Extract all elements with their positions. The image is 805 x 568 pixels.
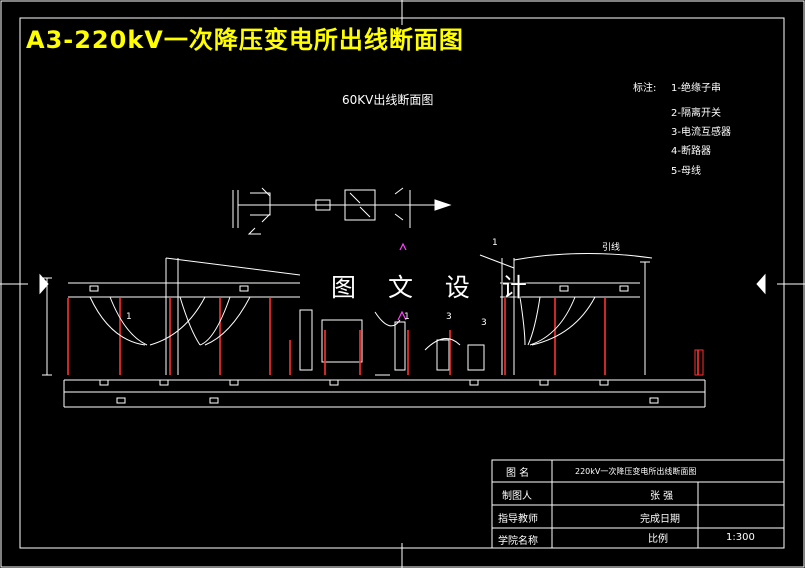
legend-item: 3-电流互感器 (671, 127, 731, 138)
legend-header: 标注: (633, 83, 657, 94)
title-block-advisor-label: 指导教师 (498, 514, 538, 525)
title-block-completion-label: 完成日期 (640, 514, 680, 525)
title-block-name-value: 220kV一次降压变电所出线断面图 (575, 467, 697, 476)
section-view (42, 242, 706, 408)
section-title: 60KV出线断面图 (342, 93, 434, 107)
legend-item: 5-母线 (671, 166, 701, 177)
title-block-drafter-label: 制图人 (502, 491, 532, 502)
legend-item: 2-隔离开关 (671, 108, 721, 119)
legend-item: 1-绝缘子串 (671, 83, 721, 94)
single-line-diagram (232, 187, 452, 235)
mark-label: 3 (446, 312, 452, 322)
title-block-drafter-value: 张 强 (650, 491, 674, 502)
drawing-title: A3-220kV一次降压变电所出线断面图 (26, 26, 464, 54)
title-block-name-label: 图 名 (506, 468, 530, 479)
jumper-label: 引线 (602, 243, 621, 253)
legend-item: 4-断路器 (671, 146, 711, 157)
title-block-grid (491, 459, 785, 549)
mark-label: 1 (126, 312, 132, 322)
title-block-scale-value: 1:300 (726, 532, 755, 543)
title-block-school-label: 学院名称 (498, 536, 538, 547)
watermark: 图 文 设 计 (331, 273, 539, 302)
mark-label: 1 (492, 238, 498, 248)
mark-label: 3 (481, 318, 487, 328)
title-block-scale-label: 比例 (648, 534, 668, 545)
mark-label: 1 (404, 312, 410, 322)
